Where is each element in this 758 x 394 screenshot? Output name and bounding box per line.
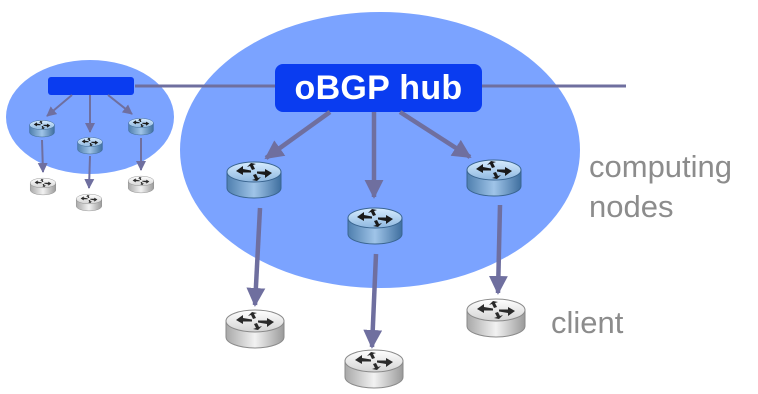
mini-client-router-left[interactable]	[30, 177, 56, 196]
mini-node-router-left[interactable]	[29, 120, 55, 138]
computing-nodes-label-line2: nodes	[589, 189, 674, 224]
computing-node-router-right[interactable]	[466, 159, 522, 197]
computing-node-router-middle[interactable]	[347, 207, 403, 245]
mini-arrow-node-left-client	[37, 139, 48, 173]
client-router-left[interactable]	[225, 309, 285, 349]
client-router-middle[interactable]	[344, 349, 404, 389]
arrow-hub-to-node-left	[264, 110, 332, 160]
arrow-node-middle-to-client	[363, 253, 383, 349]
mini-node-router-middle[interactable]	[77, 137, 103, 155]
mini-arrow-hub-left	[46, 94, 73, 117]
arrow-hub-to-node-right	[398, 110, 472, 159]
arrow-node-right-to-client	[488, 204, 508, 295]
computing-node-router-left[interactable]	[226, 161, 282, 199]
mini-client-router-middle[interactable]	[76, 193, 102, 212]
arrow-node-left-to-client	[246, 207, 266, 307]
small-hub-box[interactable]	[48, 77, 134, 95]
hub-box[interactable]	[275, 64, 482, 112]
mini-arrow-node-middle-client	[84, 155, 95, 189]
client-label: client	[551, 305, 624, 340]
large-cloud	[180, 12, 580, 288]
mini-client-router-right[interactable]	[128, 175, 154, 194]
hub-label: oBGP hub	[294, 68, 463, 107]
mini-arrow-hub-right	[107, 94, 133, 115]
mini-node-router-right[interactable]	[128, 118, 154, 136]
client-router-right[interactable]	[466, 298, 526, 338]
computing-nodes-label-line1: computing	[589, 149, 733, 184]
